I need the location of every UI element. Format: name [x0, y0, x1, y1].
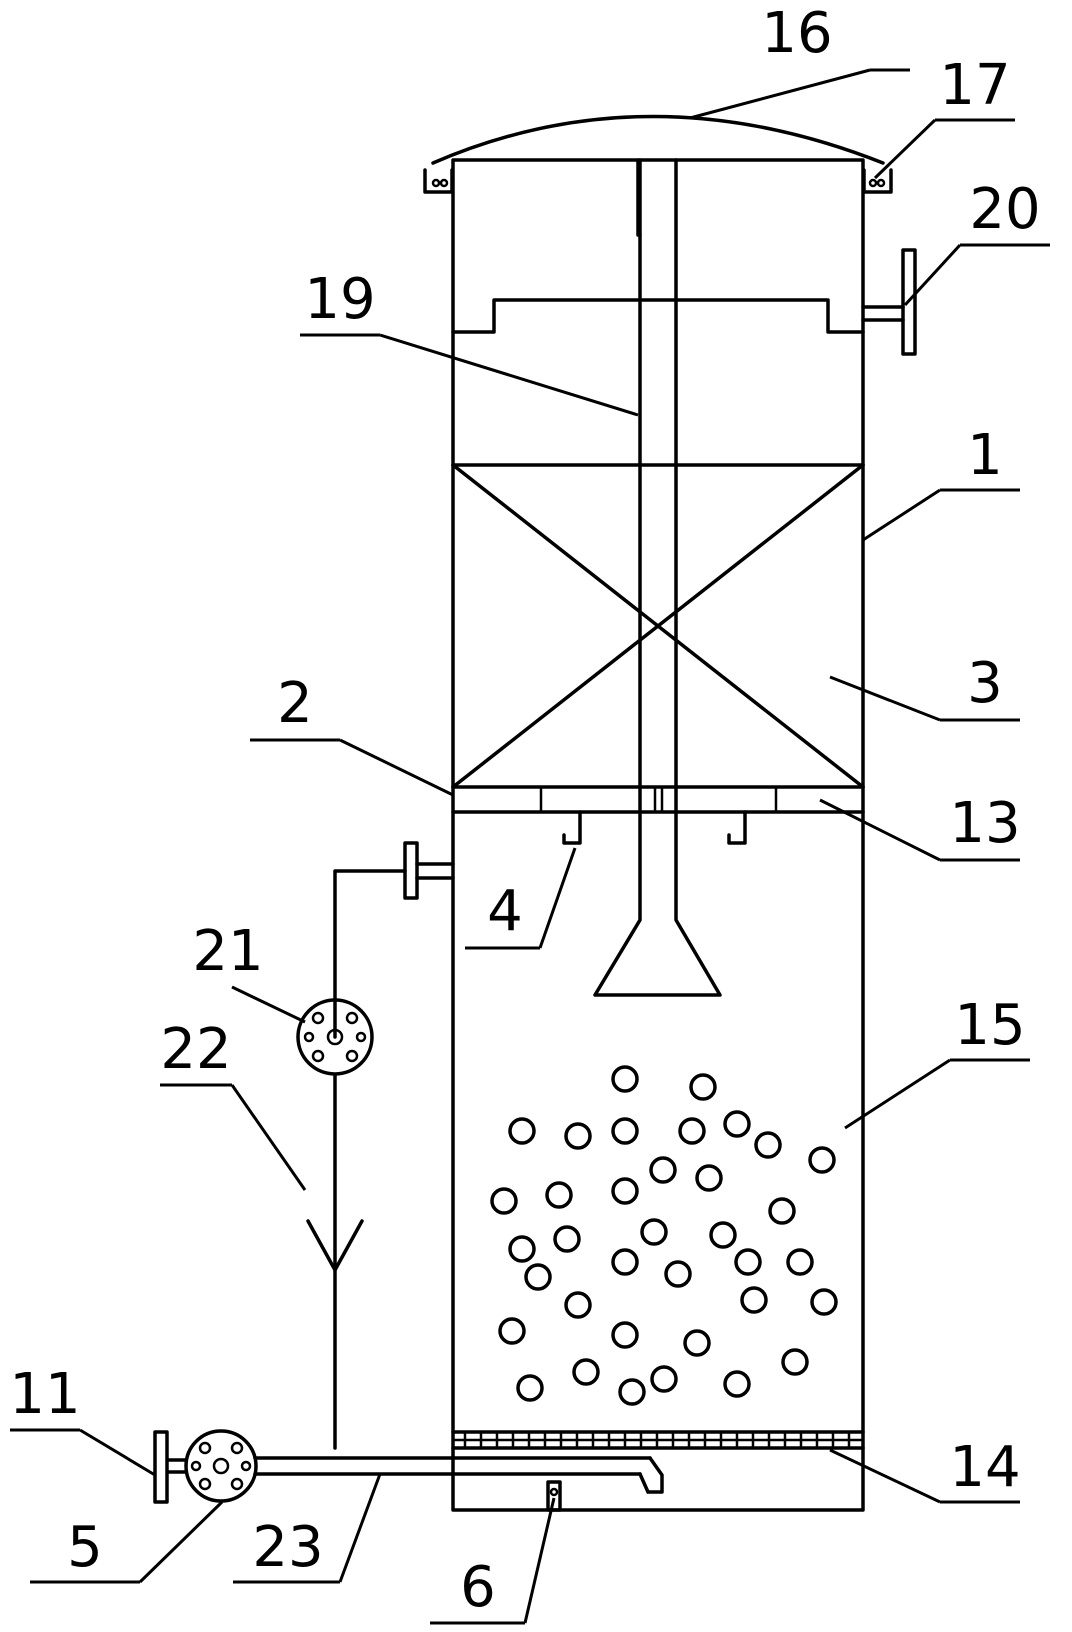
- perforated-plate: [451, 1430, 865, 1450]
- label-3: 3: [967, 651, 1003, 716]
- leader-lines: [10, 68, 1050, 1625]
- label-20: 20: [969, 177, 1040, 242]
- inlet-valve: [153, 1430, 188, 1504]
- tank-body: [451, 158, 865, 1512]
- granular-media: [490, 1065, 838, 1406]
- label-6: 6: [460, 1555, 496, 1620]
- bottom-inlet-pipe: [253, 1456, 664, 1494]
- label-14: 14: [949, 1435, 1020, 1500]
- inlet-pump: [184, 1429, 258, 1503]
- label-21: 21: [192, 919, 263, 984]
- side-inlet-flange: [403, 841, 455, 900]
- label-16: 16: [761, 1, 832, 66]
- nozzle-left: [562, 810, 582, 845]
- packing-section: [451, 463, 865, 789]
- flow-arrow: [306, 1219, 364, 1272]
- label-17: 17: [939, 53, 1010, 118]
- label-11: 11: [9, 1362, 80, 1427]
- central-pipe: [593, 158, 722, 997]
- nozzle-right: [727, 810, 747, 845]
- label-23: 23: [252, 1515, 323, 1580]
- bottom-drain: [546, 1480, 562, 1512]
- label-5: 5: [67, 1515, 103, 1580]
- recirculation-pump: [296, 998, 374, 1076]
- label-4: 4: [487, 879, 523, 944]
- label-22: 22: [160, 1017, 231, 1082]
- recirculation-pipe: [333, 869, 407, 1450]
- label-19: 19: [304, 267, 375, 332]
- separator-plate: [451, 785, 865, 814]
- label-15: 15: [954, 993, 1025, 1058]
- label-13: 13: [949, 791, 1020, 856]
- lid-clamp-left: [423, 168, 454, 194]
- label-2: 2: [277, 671, 313, 736]
- number-labels: 16 17 20 19 1 3 2 13 4 21 15 22 11 14 5 …: [9, 1, 1040, 1620]
- side-outlet-flange: [861, 248, 917, 356]
- label-1: 1: [967, 423, 1003, 488]
- top-lid: [431, 114, 885, 165]
- lid-clamp-right: [862, 168, 893, 194]
- gas-hood: [451, 298, 865, 334]
